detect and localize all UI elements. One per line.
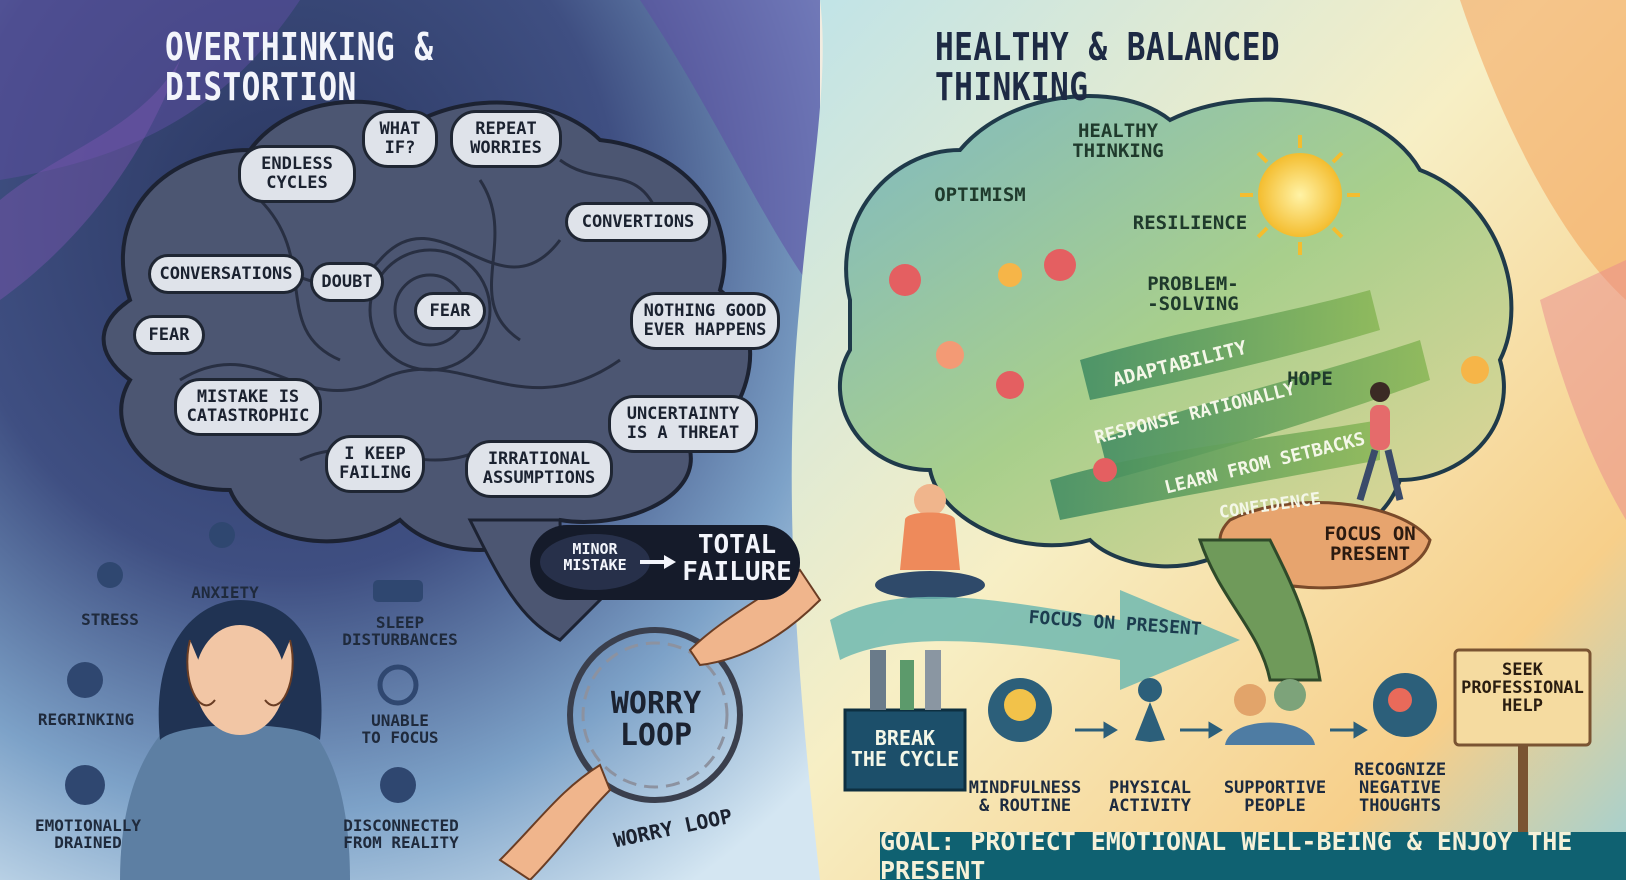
step-mindfulness: MINDFULNESS & ROUTINE (968, 778, 1082, 816)
right-title: HEALTHY & BALANCED THINKING (935, 25, 1281, 109)
thought-bubble: I KEEP FAILING (325, 435, 425, 493)
symptom-disconnected: DISCONNECTED FROM REALITY (343, 816, 459, 852)
worry-loop-label: WORRY LOOP (610, 686, 702, 753)
thought-bubble: ENDLESS CYCLES (238, 145, 356, 203)
thought-bubble: CONVERSATIONS (148, 254, 304, 294)
step-physical: PHYSICAL ACTIVITY (1109, 778, 1191, 816)
thought-bubble: FEAR (133, 315, 205, 355)
label-hope: HOPE (1287, 368, 1333, 390)
thought-bubble: IRRATIONAL ASSUMPTIONS (465, 440, 613, 498)
goal-banner: GOAL: PROTECT EMOTIONAL WELL-BEING & ENJ… (880, 827, 1626, 880)
label-healthy-thinking: HEALTHY THINKING (1072, 120, 1164, 162)
thought-bubble: DOUBT (310, 262, 384, 302)
label-optimism: OPTIMISM (934, 184, 1026, 206)
thought-bubble: REPEAT WORRIES (450, 110, 562, 168)
thought-bubble: MISTAKE IS CATASTROPHIC (174, 378, 322, 436)
label-problem-solving: PROBLEM- -SOLVING (1147, 273, 1239, 315)
thought-bubble: WHAT IF? (362, 110, 438, 168)
thought-bubble: UNCERTAINTY IS A THREAT (608, 395, 758, 453)
thought-bubble: FEAR (414, 292, 486, 330)
symptom-sleep: SLEEP DISTURBANCES (342, 613, 458, 649)
step-recognize: RECOGNIZE NEGATIVE THOUGHTS (1353, 760, 1447, 816)
thought-bubble: CONVERTIONS (565, 202, 711, 242)
symptom-regrinking: REGRINKING (37, 710, 135, 729)
symptom-stress: STRESS (81, 610, 139, 629)
label-resilience: RESILIENCE (1132, 212, 1248, 234)
label-focus-brain: FOCUS ON PRESENT (1324, 523, 1416, 565)
step-supportive: SUPPORTIVE PEOPLE (1223, 778, 1327, 816)
left-title: OVERTHINKING & DISTORTION (165, 25, 434, 109)
symptom-anxiety: ANXIETY (191, 583, 259, 602)
minor-mistake-label: MINOR MISTAKE (563, 540, 627, 574)
symptom-focus: UNABLE TO FOCUS (361, 711, 439, 747)
break-cycle-label: BREAK THE CYCLE (850, 726, 960, 771)
thought-bubble: NOTHING GOOD EVER HAPPENS (630, 292, 780, 350)
seek-help-sign: SEEK PROFESSIONAL HELP (1461, 660, 1584, 716)
symptom-drained: EMOTIONALLY DRAINED (35, 816, 141, 852)
total-failure-label: TOTAL FAILURE (682, 530, 792, 588)
